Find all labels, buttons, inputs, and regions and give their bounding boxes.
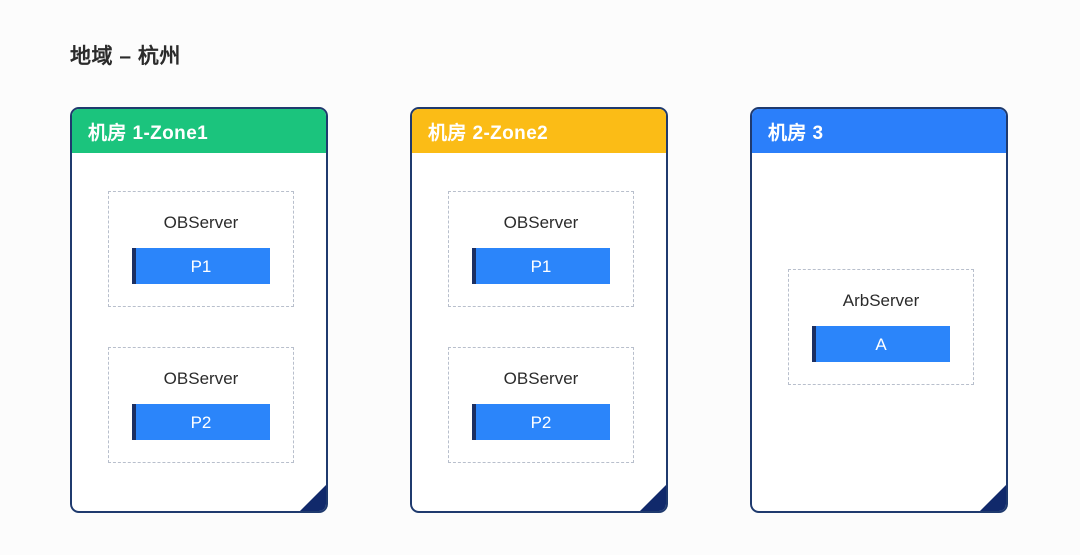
zone-card-1-header: 机房 1-Zone1 — [72, 109, 326, 153]
zone-card-2-header: 机房 2-Zone2 — [412, 109, 666, 153]
zone-card-2-title: 机房 2-Zone2 — [428, 122, 549, 144]
zone-card-2[interactable]: 机房 2-Zone2 OBServer P1 OBServer P2 — [410, 107, 668, 513]
server-label: ArbServer — [842, 291, 920, 310]
partition-bar[interactable]: P2 — [132, 404, 270, 440]
page-title: 地域 – 杭州 — [70, 45, 181, 68]
partition-bar[interactable]: P1 — [132, 248, 270, 284]
server-box-observer-1a[interactable]: OBServer P1 — [108, 191, 294, 307]
folded-corner-icon — [639, 484, 666, 511]
zone-card-2-body: OBServer P1 OBServer P2 — [412, 153, 666, 511]
zone-card-1-title: 机房 1-Zone1 — [88, 122, 209, 144]
partition-label: P1 — [530, 256, 552, 276]
partition-label: P1 — [190, 256, 212, 276]
server-label: OBServer — [503, 213, 579, 232]
partition-label: A — [875, 334, 887, 354]
folded-corner-icon — [979, 484, 1006, 511]
zone-card-3[interactable]: 机房 3 ArbServer A — [750, 107, 1008, 513]
server-label: OBServer — [503, 369, 579, 388]
zone-card-1-body: OBServer P1 OBServer P2 — [72, 153, 326, 511]
server-box-observer-1b[interactable]: OBServer P2 — [108, 347, 294, 463]
server-box-arbserver[interactable]: ArbServer A — [788, 269, 974, 385]
server-box-observer-2a[interactable]: OBServer P1 — [448, 191, 634, 307]
server-label: OBServer — [163, 369, 239, 388]
partition-bar[interactable]: P1 — [472, 248, 610, 284]
partition-bar[interactable]: P2 — [472, 404, 610, 440]
zone-card-3-title: 机房 3 — [768, 122, 824, 144]
server-label: OBServer — [163, 213, 239, 232]
zone-card-3-body: ArbServer A — [752, 153, 1006, 511]
zone-cards-row: 机房 1-Zone1 OBServer P1 OBServer P2 机房 2-… — [70, 107, 1012, 515]
zone-card-3-header: 机房 3 — [752, 109, 1006, 153]
zone-card-1[interactable]: 机房 1-Zone1 OBServer P1 OBServer P2 — [70, 107, 328, 513]
server-box-observer-2b[interactable]: OBServer P2 — [448, 347, 634, 463]
partition-label: P2 — [190, 412, 212, 432]
folded-corner-icon — [299, 484, 326, 511]
partition-label: P2 — [530, 412, 552, 432]
partition-bar[interactable]: A — [812, 326, 950, 362]
